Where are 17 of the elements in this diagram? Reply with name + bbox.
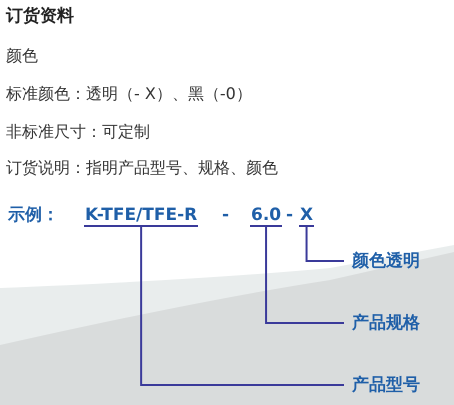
separator-text: - bbox=[222, 205, 230, 225]
code-segment: X bbox=[299, 205, 314, 227]
caption-text: 颜色透明 bbox=[352, 250, 420, 272]
info-text: 非标准尺寸：可定制 bbox=[6, 122, 150, 143]
info-text: 颜色 bbox=[6, 46, 38, 67]
caption-text: 产品型号 bbox=[352, 374, 420, 396]
connector-line bbox=[265, 227, 344, 324]
example-label: 示例： bbox=[8, 205, 59, 225]
info-text: 订货说明：指明产品型号、规格、颜色 bbox=[6, 158, 278, 179]
code-segment: K-TFE/TFE-R bbox=[84, 205, 198, 227]
separator-text: - bbox=[286, 205, 294, 225]
heading: 订货资料 bbox=[6, 5, 74, 27]
info-text: 标准颜色：透明（- X）、黑（-0） bbox=[6, 84, 252, 105]
connector-line bbox=[140, 227, 344, 386]
connector-line bbox=[306, 227, 344, 262]
code-segment: 6.0 bbox=[250, 205, 282, 227]
caption-text: 产品规格 bbox=[352, 312, 420, 334]
